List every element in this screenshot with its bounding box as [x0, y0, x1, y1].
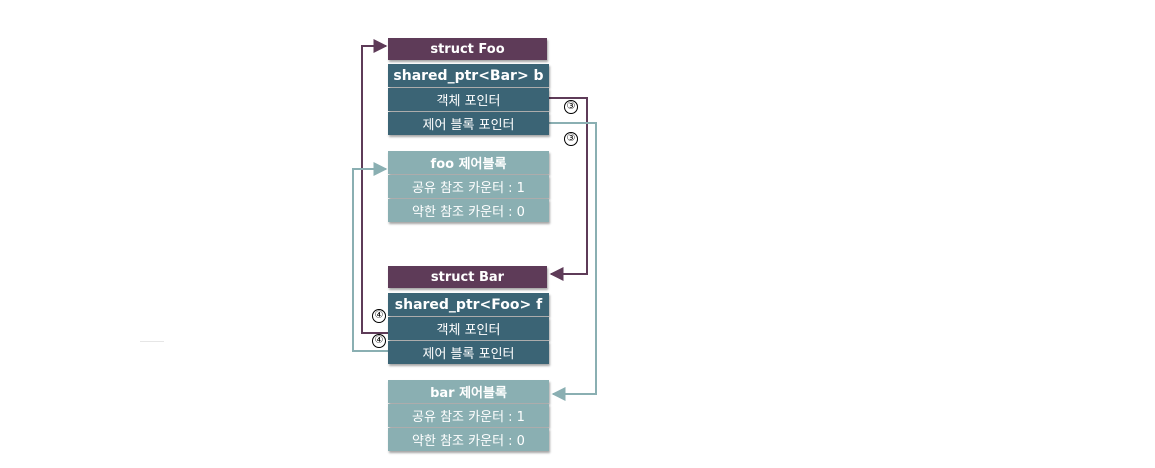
- foo-control-pointer-row: 제어 블록 포인터: [388, 112, 549, 135]
- bar-shared-count: 공유 참조 카운터 : 1: [388, 404, 549, 427]
- foo-weak-count: 약한 참조 카운터 : 0: [388, 199, 549, 222]
- foo-control-block-title: foo 제어블록: [388, 151, 549, 174]
- arrow-foo-object-to-bar: [549, 97, 588, 281]
- foo-object-pointer-row: 객체 포인터: [388, 88, 549, 111]
- step-3-control-marker: ③: [564, 132, 578, 146]
- foo-shared-count: 공유 참조 카운터 : 1: [388, 175, 549, 198]
- step-4-control-marker: ④: [372, 334, 386, 348]
- bar-control-block-title: bar 제어블록: [388, 380, 549, 403]
- step-4-object-marker: ④: [372, 309, 386, 323]
- step-3-object-marker: ③: [564, 100, 578, 114]
- faint-mark: [140, 341, 164, 342]
- bar-control-pointer-row: 제어 블록 포인터: [388, 341, 549, 364]
- arrow-bar-control-to-foo-block: [352, 162, 388, 352]
- foo-shared-ptr-row: shared_ptr<Bar> b: [388, 64, 549, 87]
- bar-shared-ptr-row: shared_ptr<Foo> f: [388, 293, 549, 316]
- arrow-bar-object-to-foo: [361, 39, 388, 334]
- bar-weak-count: 약한 참조 카운터 : 0: [388, 428, 549, 451]
- bar-struct-header: struct Bar: [388, 266, 547, 288]
- arrow-foo-control-to-bar-block: [549, 122, 597, 401]
- bar-object-pointer-row: 객체 포인터: [388, 317, 549, 340]
- foo-struct-header: struct Foo: [388, 38, 547, 60]
